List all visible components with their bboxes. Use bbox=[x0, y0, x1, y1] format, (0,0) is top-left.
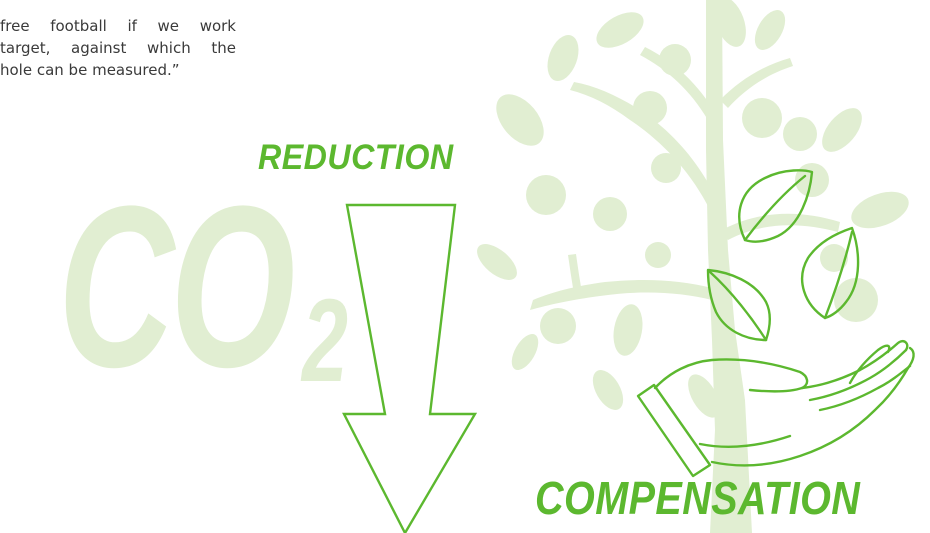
co2-subscript: 2 bbox=[302, 275, 348, 407]
quote-text: … … free football if we work target, aga… bbox=[0, 0, 236, 81]
quote-line-4: hole can be measured.” bbox=[0, 61, 180, 79]
compensation-label: COMPENSATION bbox=[535, 472, 861, 524]
quote-line-3: target, against which the bbox=[0, 39, 236, 57]
reduction-label: REDUCTION bbox=[258, 138, 454, 177]
quote-line-2: free football if we work bbox=[0, 17, 236, 35]
co2-symbol: CO bbox=[58, 158, 295, 415]
